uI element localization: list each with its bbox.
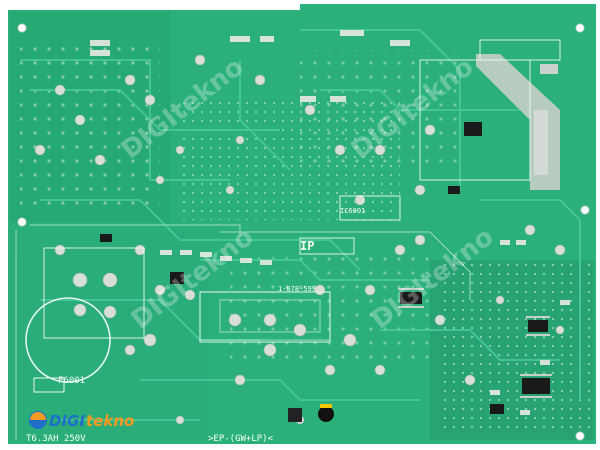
- board-id-label: >EP-(GW+LP)<: [208, 434, 274, 444]
- digitekno-logo: DIGI tekno: [29, 411, 134, 430]
- logo-brand-left: DIGI: [49, 412, 85, 430]
- capacitor-part: [288, 408, 302, 422]
- ic-ref-label: IC6001: [340, 207, 365, 215]
- fuse-ref-label: F6001: [58, 376, 85, 386]
- block-label: IP: [300, 239, 314, 253]
- fuse-rating-label: T6.3AH 250V: [26, 434, 86, 444]
- solder-pads: [34, 54, 566, 425]
- fuse-holder-outline: [25, 297, 111, 383]
- ic-chips: [100, 122, 550, 414]
- digitekno-logo-icon: [29, 411, 47, 429]
- part-number-label: 1-878-599: [278, 285, 316, 293]
- capacitor-part: [318, 406, 334, 422]
- logo-brand-right: tekno: [86, 412, 134, 430]
